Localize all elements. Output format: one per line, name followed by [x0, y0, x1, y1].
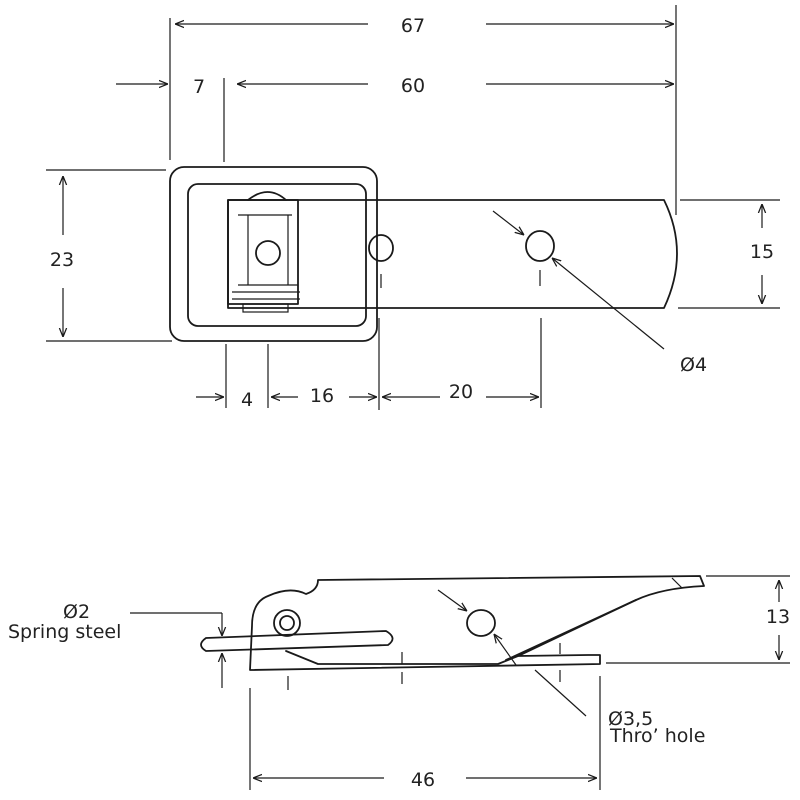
dim-7-60: 7 60 — [116, 75, 674, 162]
dim-23: 23 — [46, 169, 172, 342]
hinge-block — [227, 191, 300, 313]
label-13: 13 — [766, 606, 790, 628]
dim-4-16-20: 4 16 20 — [196, 318, 542, 411]
label-23: 23 — [50, 249, 74, 271]
mounting-holes — [368, 230, 555, 288]
label-4: 4 — [241, 389, 253, 411]
label-15: 15 — [750, 241, 774, 263]
staple-loop — [169, 166, 378, 342]
side-view: Ø2 Spring steel 13 Ø3,5 Thro’ hole 46 — [8, 575, 790, 791]
dim-46: 46 — [249, 676, 601, 791]
callout-through-hole: Ø3,5 Thro’ hole — [437, 589, 705, 747]
center-marks — [287, 643, 561, 690]
latch-plate — [227, 199, 678, 309]
spring-wire — [200, 630, 394, 652]
label-hole-diameter: Ø3,5 — [608, 708, 653, 730]
through-hole — [466, 609, 496, 637]
callout-wire: Ø2 Spring steel — [8, 601, 222, 688]
label-60: 60 — [401, 75, 425, 97]
dim-67: 67 — [169, 5, 677, 215]
label-hole-4: Ø4 — [680, 354, 707, 376]
callout-hole-4: Ø4 — [492, 210, 707, 376]
label-hole-note: Thro’ hole — [609, 725, 705, 747]
latch-body — [249, 575, 705, 671]
pivot — [273, 609, 301, 637]
label-16: 16 — [310, 385, 334, 407]
dim-15: 15 — [678, 199, 780, 309]
dim-13: 13 — [606, 575, 790, 664]
label-7: 7 — [193, 76, 205, 98]
label-67: 67 — [401, 15, 425, 37]
label-20: 20 — [449, 381, 473, 403]
label-wire-material: Spring steel — [8, 621, 121, 643]
label-wire-diameter: Ø2 — [63, 601, 90, 623]
top-view: 67 7 60 23 15 — [46, 5, 780, 411]
label-46: 46 — [411, 769, 435, 791]
